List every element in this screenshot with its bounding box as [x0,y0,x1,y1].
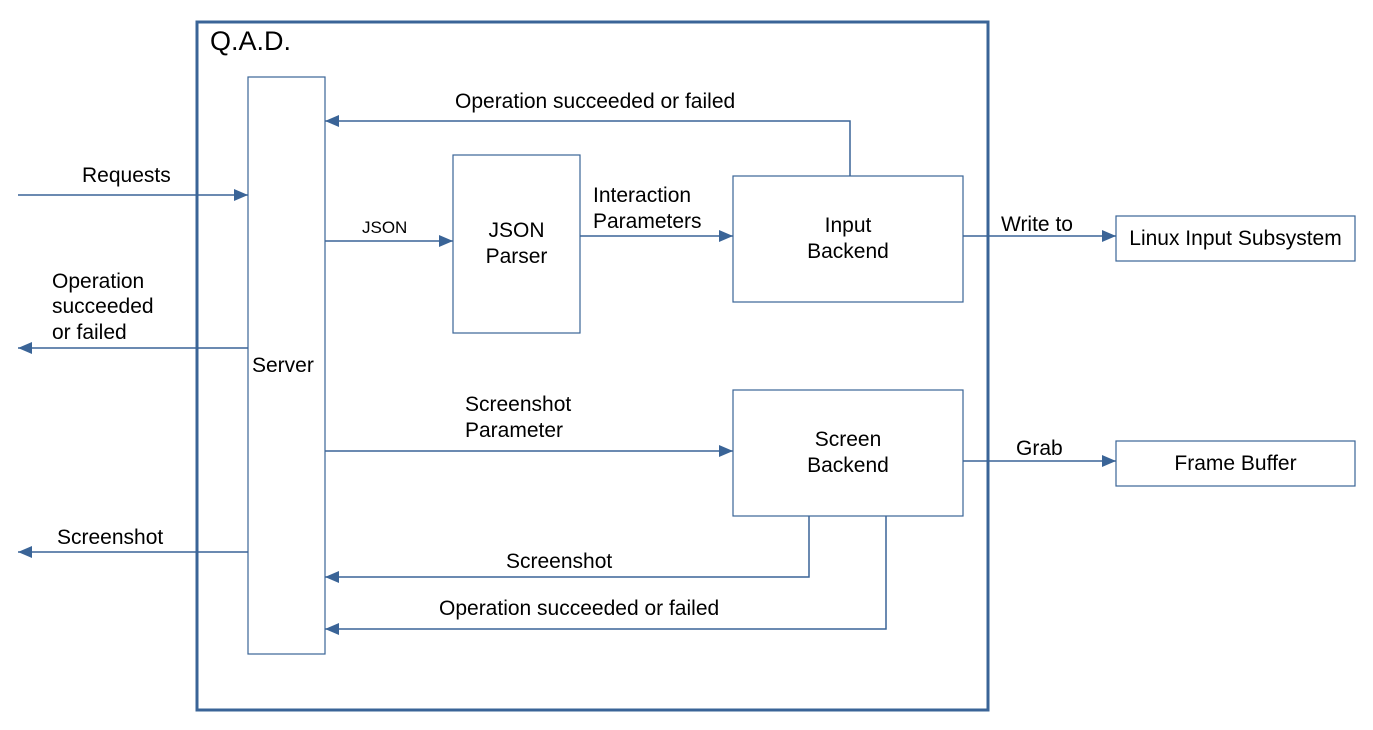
input-backend-label: Input Backend [733,176,963,302]
linux-input-text: Linux Input Subsystem [1129,226,1342,250]
screen-backend-line-1: Screen [814,428,882,451]
json-parser-label: JSON Parser [453,155,580,333]
op-result-out-line-2: succeeded [52,295,154,318]
json-parser-box [452,154,581,334]
frame-buffer-label: Frame Buffer [1116,441,1355,486]
json-parser-line-1: JSON [488,219,545,242]
screen-backend-box [732,389,964,517]
screenshot-out-label: Screenshot [57,526,164,549]
screenshot-return-label: Screenshot [506,550,613,573]
server-box [247,76,326,655]
interaction-params-line-1: Interaction [593,184,692,207]
screen-backend-line-2: Backend [807,454,889,477]
screenshot-param-line-1: Screenshot [465,393,572,416]
interaction-params-line-2: Parameters [593,210,702,233]
screen-result-label: Operation succeeded or failed [439,597,720,620]
input-result-label: Operation succeeded or failed [455,90,736,113]
qad-container [195,20,990,712]
requests-label: Requests [82,164,171,187]
frame-buffer-text: Frame Buffer [1174,451,1297,475]
server-label: Server [252,354,314,377]
linux-input-label: Linux Input Subsystem [1116,216,1355,261]
grab-label: Grab [1016,437,1063,460]
screen-backend-label: Screen Backend [733,390,963,516]
input-backend-box [732,175,964,303]
input-backend-line-2: Backend [807,240,889,263]
write-to-label: Write to [1001,213,1073,236]
json-edge-label: JSON [362,218,408,237]
input-backend-line-1: Input [824,214,872,237]
op-result-out-line-3: or failed [52,321,127,344]
json-parser-line-2: Parser [485,245,548,268]
op-result-out-line-1: Operation [52,270,145,293]
input-result-arrow [325,115,851,176]
screen-result-arrow [325,516,887,635]
frame-buffer-box [1115,440,1356,487]
screenshot-param-line-2: Parameter [465,419,564,442]
container-title: Q.A.D. [210,26,292,56]
linux-input-box [1115,215,1356,262]
screenshot-return-arrow [325,516,810,583]
